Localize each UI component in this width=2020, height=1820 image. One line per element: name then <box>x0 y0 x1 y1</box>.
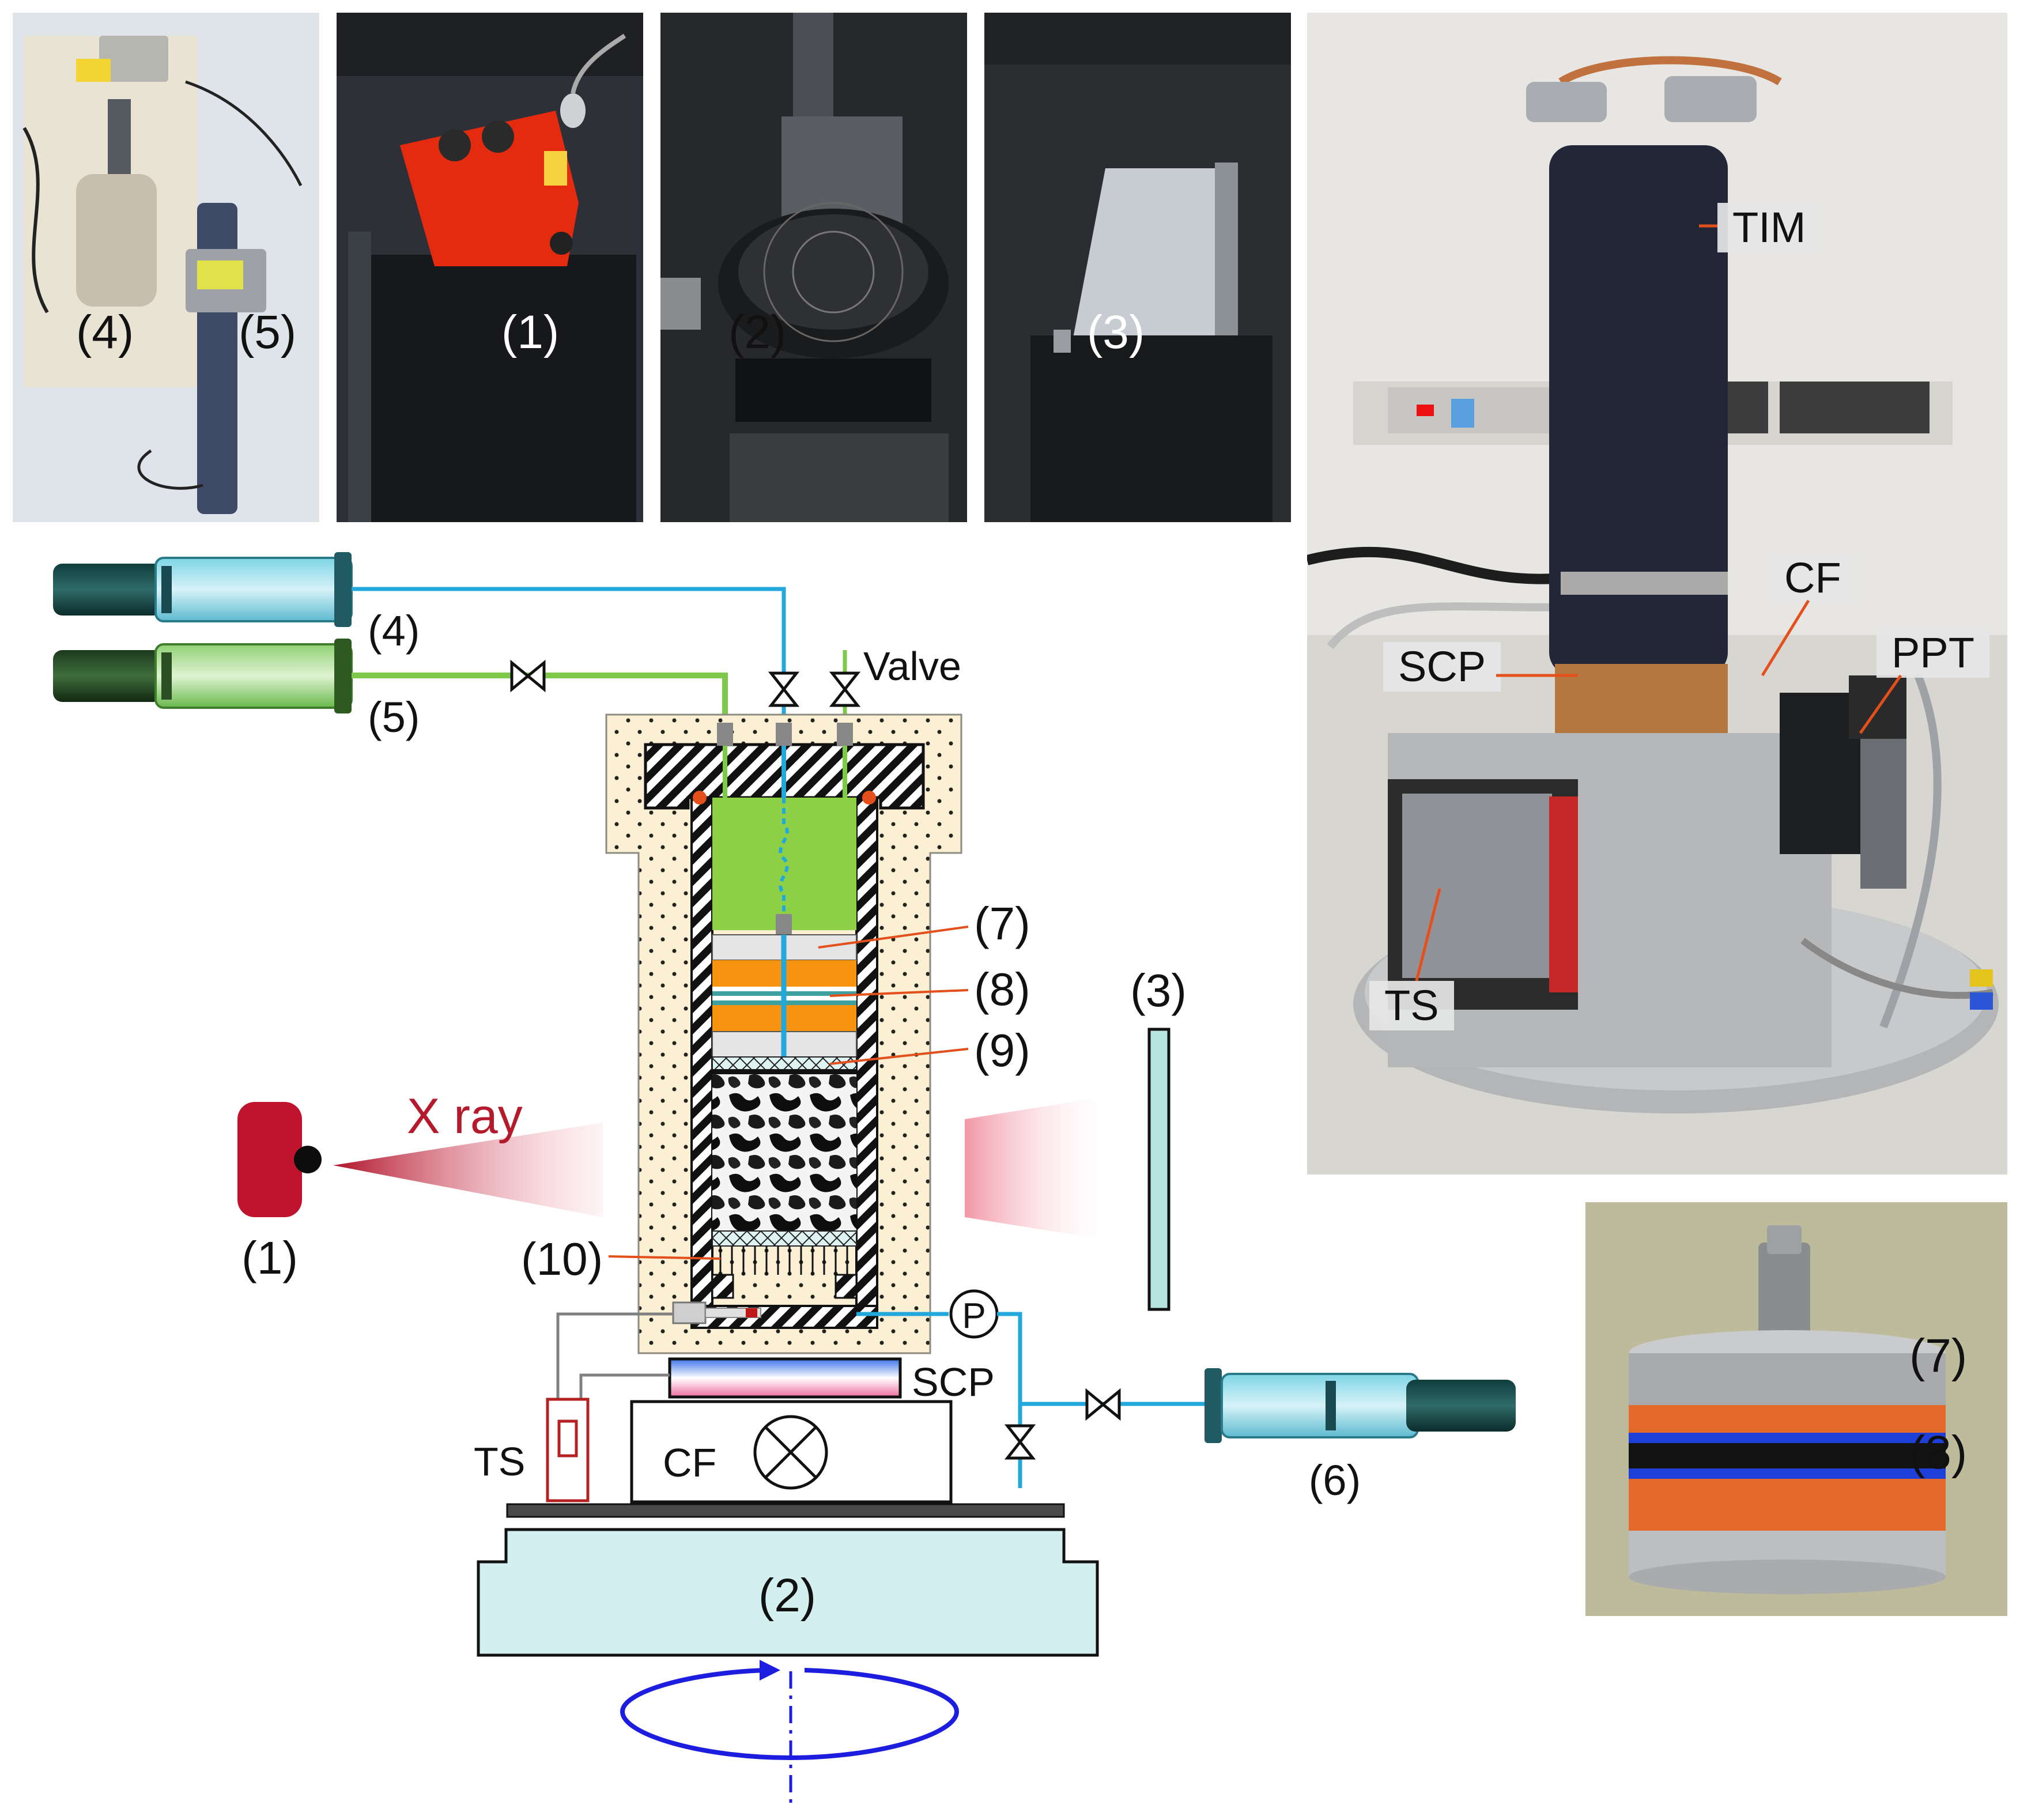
xray-beam-incident <box>333 1123 603 1217</box>
leader-9 <box>829 1048 969 1065</box>
ts-probe-base <box>672 1301 707 1324</box>
valve-pump-6-line <box>1085 1388 1121 1421</box>
photo-detector: (3) <box>984 13 1291 522</box>
photo-tag-cf: CF <box>1769 553 1856 603</box>
xray-source-window <box>294 1146 322 1173</box>
ledge-right <box>835 1274 858 1299</box>
photo-label-sample-8: (8) <box>1909 1426 1968 1479</box>
xray-source <box>237 1102 302 1217</box>
detector <box>1147 1028 1171 1311</box>
port-gas <box>717 723 733 746</box>
photo-xray-source: (1) <box>337 13 643 522</box>
divider-line <box>712 1070 856 1074</box>
valve-vent <box>829 671 861 707</box>
label-9: (9) <box>974 1025 1030 1076</box>
label-10: (10) <box>521 1233 603 1285</box>
photo-label-rotation-stage: (2) <box>728 306 787 358</box>
label-8: (8) <box>974 964 1030 1015</box>
photo-tag-ppt: PPT <box>1876 628 1989 678</box>
leader-10 <box>608 1255 721 1260</box>
rotation-arrow-head <box>760 1660 780 1681</box>
pump-6-label: (6) <box>1309 1456 1361 1504</box>
pump-5-cylinder <box>53 639 353 713</box>
vessel-wall-right <box>855 796 878 1328</box>
rotation-arrow <box>620 1668 959 1761</box>
pump-4-cylinder <box>53 552 353 627</box>
rotation-arrow-back <box>804 1668 959 1712</box>
photo-rotation-stage: (2) <box>660 13 967 522</box>
photo-label-sample-7: (7) <box>1909 1330 1968 1382</box>
ledge-left <box>711 1274 734 1299</box>
pump-6-cylinder <box>1205 1368 1516 1443</box>
piston-port <box>776 914 792 935</box>
photo-tag-scp: SCP <box>1383 642 1501 692</box>
leader-ppt <box>1859 674 1902 734</box>
valve-drain <box>1004 1424 1036 1460</box>
leader-ts <box>1415 888 1441 981</box>
xray-label: X ray <box>407 1089 523 1144</box>
leader-8 <box>829 989 969 997</box>
scp-label: SCP <box>912 1360 995 1404</box>
ts-wire-2 <box>579 1373 670 1399</box>
leader-cf <box>1761 599 1810 677</box>
pressure-gauge-label: P <box>962 1296 986 1336</box>
rotation-stage-label: (2) <box>758 1569 816 1622</box>
ts-wire-1 <box>556 1312 673 1399</box>
xray-beam-transmitted <box>965 1095 1116 1241</box>
photo-label-pump-4: (4) <box>76 306 134 358</box>
scp-plate <box>668 1357 902 1399</box>
rock-sample <box>712 1074 856 1231</box>
o-ring-left <box>693 791 707 805</box>
valve-water-line <box>768 671 800 707</box>
photo-tag-ts: TS <box>1369 981 1454 1030</box>
flexible-water-tube <box>779 798 789 916</box>
photo-label-xray-source: (1) <box>501 306 560 358</box>
base-plate <box>506 1503 1065 1518</box>
label-7: (7) <box>974 898 1030 949</box>
valve-gas-line <box>510 659 546 693</box>
photo-label-detector: (3) <box>1087 306 1145 358</box>
rotation-stage <box>477 1528 1099 1657</box>
ts-label: TS <box>474 1439 525 1484</box>
pump-4-label: (4) <box>368 607 420 655</box>
photo-label-pump-5: (5) <box>239 306 297 358</box>
photo-tag-tim: TIM <box>1717 203 1821 252</box>
photo-syringe-pumps: (4) (5) <box>13 13 319 522</box>
o-ring-right <box>862 791 876 805</box>
port-water <box>776 723 792 746</box>
detector-label: (3) <box>1130 965 1187 1016</box>
photo-sample-discs: (7) (8) <box>1585 1202 2007 1616</box>
photo-leader-lines <box>1415 224 1902 981</box>
porous-plate-bottom <box>712 1230 857 1247</box>
cf-label: CF <box>663 1440 716 1485</box>
vessel-wall-left <box>690 796 713 1328</box>
needle-array <box>719 1246 848 1275</box>
leader-7 <box>818 926 969 949</box>
valve-label: Valve <box>863 644 961 689</box>
pump-5-label: (5) <box>368 693 420 741</box>
outlet-line-down <box>997 1312 1022 1488</box>
xray-source-label: (1) <box>241 1232 298 1283</box>
gas-line-pump-5 <box>352 673 728 725</box>
ts-probe-tip <box>746 1308 757 1317</box>
ts-box-window <box>557 1419 578 1457</box>
photo-assembled-cell: TIM CF SCP PPT TS <box>1307 13 2007 1175</box>
fan-icon <box>753 1415 828 1490</box>
port-vent <box>837 723 853 746</box>
